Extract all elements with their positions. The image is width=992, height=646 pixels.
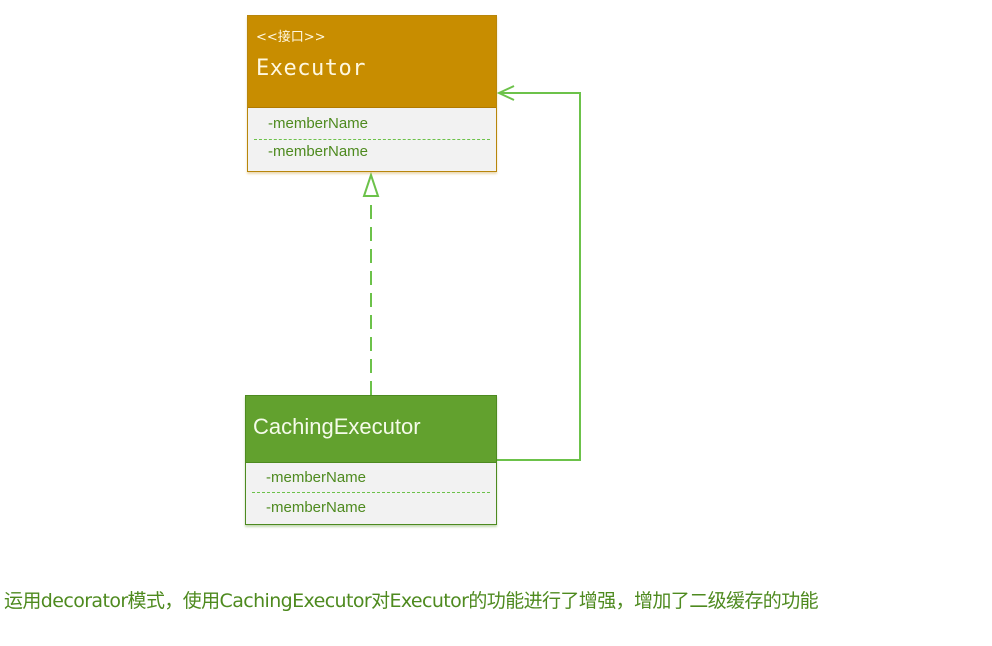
executor-name: Executor [256,56,366,81]
association-arrowhead [496,85,515,101]
stereotype-label: <<接口>> [256,30,326,45]
member-separator [252,492,490,493]
association-line [497,92,581,461]
realization-arrowhead [362,171,380,197]
member-separator [254,139,490,140]
executor-member: -memberName [268,143,369,160]
caching-executor-header: CachingExecutor [246,396,496,463]
diagram-caption: 运用decorator模式，使用CachingExecutor对Executor… [4,590,819,612]
caching-executor-member: -memberName [266,469,367,486]
caching-executor-member: -memberName [266,499,367,516]
executor-interface-box: <<接口>> Executor -memberName -memberName [247,15,497,172]
executor-header: <<接口>> Executor [248,16,496,108]
caching-executor-class-box: CachingExecutor -memberName -memberName [245,395,497,525]
caching-executor-name: CachingExecutor [253,414,421,439]
executor-member: -memberName [268,115,369,132]
